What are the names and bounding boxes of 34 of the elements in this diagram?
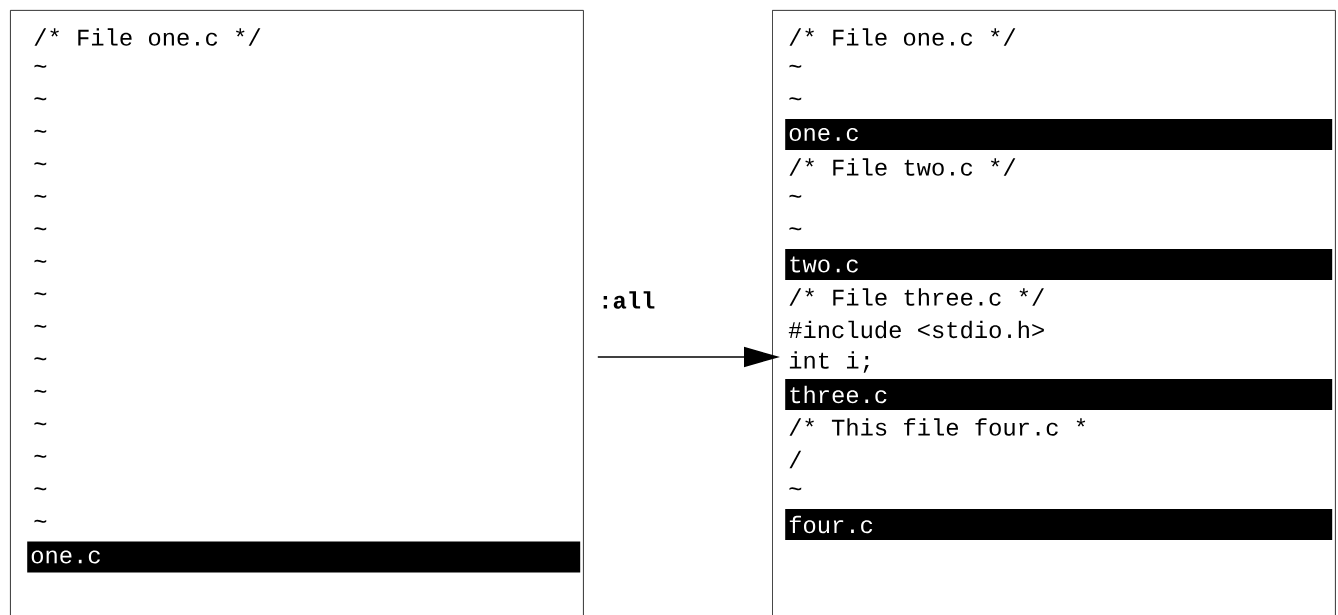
code-line: /* File two.c */ [789,158,1016,176]
status-bar: three.c [785,379,1333,410]
status-bar: one.c [785,119,1333,150]
status-bar: one.c [27,541,581,573]
code-line: /* This file four.c * [789,418,1086,436]
code-line: ~ [789,227,802,231]
status-bar: four.c [785,509,1333,540]
code-line: ~ [789,487,802,491]
code-line: /* File three.c */ [789,288,1044,306]
code-line: ~ [34,97,47,101]
code-line: ~ [34,422,47,426]
code-line: #include <stdio.h> [788,320,1044,339]
code-line: ~ [789,97,802,101]
code-line: ~ [34,227,47,231]
code-line: /* File one.c */ [789,28,1016,46]
code-line: ~ [789,64,802,68]
code-line: ~ [34,194,47,198]
code-line: / [789,450,802,469]
status-bar: two.c [785,249,1333,280]
code-line: ~ [34,454,47,458]
code-line: ~ [34,357,47,361]
edge-label: :all [603,291,655,309]
code-line: ~ [34,129,47,133]
code-line: /* File one.c */ [34,28,261,46]
code-line: ~ [789,194,802,198]
code-line: ~ [34,162,47,166]
code-line: ~ [34,324,47,328]
code-line: ~ [34,292,47,296]
code-line: ~ [34,64,47,68]
code-line: ~ [34,259,47,263]
code-line: int i; [789,351,869,373]
code-line: ~ [34,487,47,491]
code-line: ~ [34,519,47,523]
code-line: ~ [34,389,47,393]
